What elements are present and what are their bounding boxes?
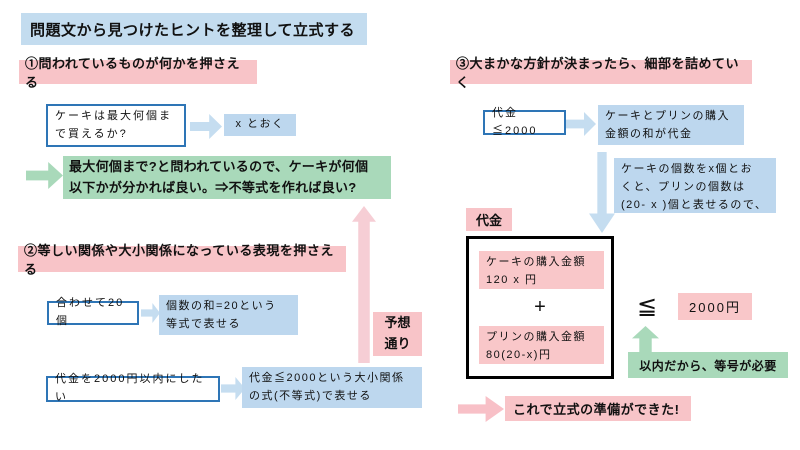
insight-note: 最大何個まで?と問われているので、ケーキが何個 以下かが分かれば良い。⇒不等式を…	[63, 156, 391, 199]
arrow-right-icon	[566, 112, 596, 136]
cue-box-budget-2000: 代金を2000円以内にしたい	[46, 373, 220, 403]
cue-box-price-leq-2000: 代金≦2000	[483, 107, 566, 137]
budget-amount-box: 2000円	[678, 293, 752, 320]
arrow-down-icon	[589, 152, 615, 233]
section-1-heading: ①問われているものが何かを押さえる	[19, 56, 257, 90]
price-label: 代金	[466, 208, 512, 231]
pudding-cost-box: プリンの購入金額 80(20-x)円	[479, 326, 604, 364]
note-assign-x: x とおく	[224, 114, 296, 136]
arrow-right-icon	[141, 303, 160, 323]
section-3-heading: ③大まかな方針が決まったら、細部を詰めていく	[450, 56, 752, 90]
note-sum-is-price: ケーキとプリンの購入 金額の和が代金	[598, 105, 744, 145]
arrow-up-icon	[632, 326, 659, 353]
equality-reason-note: 以内だから、等号が必要	[628, 352, 788, 378]
arrow-right-icon	[458, 396, 504, 422]
note-count-expression: ケーキの個数をx個とお くと、プリンの個数は (20- x )個と表せるので、	[614, 158, 776, 213]
cake-cost-box: ケーキの購入金額 120 x 円	[479, 251, 604, 289]
conclusion-note: これで立式の準備ができた!	[505, 396, 691, 421]
page-title: 問題文から見つけたヒントを整理して立式する	[21, 13, 367, 45]
note-inequality-budget: 代金≦2000という大小関係 の式(不等式)で表せる	[242, 367, 422, 408]
plus-sign: +	[534, 295, 546, 318]
less-than-or-equal-sign: ≦	[636, 292, 658, 320]
section-2-heading: ②等しい関係や大小関係になっている表現を押さえる	[18, 243, 346, 277]
predicted-label: 予想 通り	[373, 312, 422, 356]
note-equation-total: 個数の和=20という 等式で表せる	[159, 295, 298, 335]
cue-box-total-20: 合わせて20個	[47, 297, 139, 327]
arrow-right-icon	[26, 162, 63, 189]
arrow-right-icon	[190, 114, 222, 139]
cue-box-cake-question: ケーキは最大何個ま で買えるか?	[46, 104, 186, 147]
